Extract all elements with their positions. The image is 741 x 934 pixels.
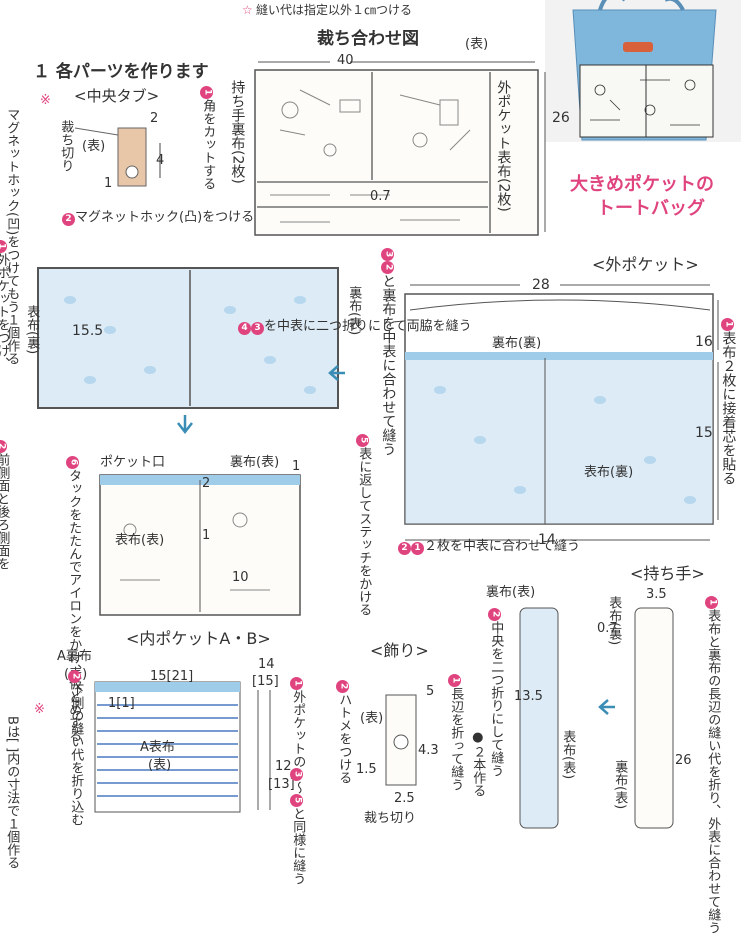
tab-dim2: 2 <box>150 111 159 126</box>
outer-bottom14: 14 <box>538 532 556 548</box>
folded-pocket <box>37 267 339 409</box>
outer-pocket-title: <外ポケット> <box>592 255 699 274</box>
outer-width: 28 <box>532 277 550 293</box>
handle-d07: 0.7 <box>597 621 618 636</box>
inner-note-mark: ※ <box>34 702 45 717</box>
finished-d1b: 1 <box>292 459 301 474</box>
decor-d43: 4.3 <box>418 743 439 758</box>
decor-omote: (表) <box>360 711 384 726</box>
finished-d1a: 1 <box>202 528 211 543</box>
pocket-mouth: ポケット口 <box>100 455 166 470</box>
finished-ura-omote: 裏布(表) <box>230 455 280 470</box>
inner-pocket-title: <内ポケットA・B> <box>126 629 271 648</box>
section1-title: １ 各パーツを作ります <box>33 62 209 82</box>
decor-title: <飾り> <box>370 641 429 660</box>
decor-d5: 5 <box>426 684 435 699</box>
folded-dim: 15.5 <box>72 323 104 339</box>
inner-one: 1[1] <box>108 696 135 711</box>
inner-ura-label: A裏布 <box>57 649 92 664</box>
handle-d35: 3.5 <box>646 587 667 602</box>
inner-h13: [13] <box>268 777 295 792</box>
outer-omote-ura: 表布(裏) <box>584 465 634 480</box>
finished-omote: 表布(表) <box>115 533 165 548</box>
seam-note-mark: ☆ <box>242 3 253 17</box>
decor-step2: 2ハトメをつける <box>336 680 351 784</box>
inner-h12: 12 <box>275 759 292 774</box>
inner-a-omote: A表布 <box>140 740 175 755</box>
tab-omote-label: (表) <box>82 139 106 154</box>
handle-d135: 13.5 <box>514 689 543 704</box>
cut-gap: 0.7 <box>370 189 391 204</box>
handle-ura-ura: 裏布(表) <box>612 760 628 810</box>
tab-title: <中央タブ> <box>74 87 160 105</box>
handle-d26: 26 <box>675 753 692 768</box>
tab-dim4: 4 <box>156 153 165 168</box>
outer-uranuno: 裏布(裏) <box>492 336 542 351</box>
handle-title: <持ち手> <box>630 564 705 583</box>
cut-omote-label: (表) <box>465 37 489 52</box>
inner-pocket <box>94 681 241 813</box>
folded-omote-ura: 表布(裏) <box>24 305 40 355</box>
handle-omote-omote: 表布(表) <box>560 730 576 780</box>
tab-note-mark: ※ <box>40 93 51 108</box>
decor-step1: 1長辺を折って縫う <box>448 674 463 791</box>
outer-h15: 15 <box>695 425 713 441</box>
handle-omote-ura: 表布(裏) <box>606 596 622 646</box>
finished-d10: 10 <box>232 570 249 585</box>
tab-dim1: 1 <box>104 176 113 191</box>
inner-h15: [15] <box>252 674 279 689</box>
outer-step1: 1表布２枚に接着芯を貼る <box>720 318 736 485</box>
product-title-2: トートバッグ <box>597 198 705 219</box>
product-title-1: 大きめポケットの <box>570 174 714 195</box>
decor-d25: 2.5 <box>394 791 415 806</box>
handle-count: ●２本作る <box>470 730 486 797</box>
inner-step: 2下側の縫い代を折り込む <box>68 670 83 826</box>
decor-d15: 1.5 <box>356 762 377 777</box>
handle-2 <box>634 607 674 829</box>
decor-cut: 裁ち切り <box>364 811 417 826</box>
soto-pocket-label: 外ポケット表布(2枚) <box>495 80 512 212</box>
outer-h16: 16 <box>695 334 713 350</box>
inner-width: 15[21] <box>150 669 194 684</box>
tab-note1: 1角をカットする <box>200 86 215 190</box>
handle-ura-label: 持ち手裏布(2枚) <box>229 80 246 184</box>
cut-layout-title: 裁ち合わせ図 <box>317 29 419 49</box>
inner-step-right: 1外ポケットの3〜5と同様に縫う <box>290 677 305 885</box>
tab-side-note: マグネットホック(凹)をつけてもう１個作る <box>4 108 20 366</box>
handle-step1: 1表布と裏布の長辺の縫い代を折り、外表に合わせて縫う <box>705 596 720 934</box>
cut-width: 40 <box>337 53 354 68</box>
inner-h14: 14 <box>258 657 275 672</box>
tab-cut-label: 裁ち切り <box>58 120 74 172</box>
handle-1 <box>519 607 559 829</box>
folded-ura-omote: 裏布(表) <box>346 286 362 336</box>
finished-d2: 2 <box>202 476 211 491</box>
handle-step2: 2中央を二つ折りにして縫う <box>488 608 503 777</box>
cut-height: 26 <box>552 110 570 126</box>
outer-step3: 32と裏布を中表に合わせて縫う <box>380 248 396 456</box>
left-cut-step: 1外ポケットをつけ、 <box>0 240 9 370</box>
seam-note: 縫い代は指定以外１㎝つける <box>256 3 413 17</box>
finished-step5: 5表に返してステッチをかける <box>356 434 371 616</box>
inner-note: Bは[ ]内の寸法で１個作る <box>4 716 20 870</box>
illustration-layer <box>37 0 741 829</box>
inner-a-omote2: (表) <box>148 758 172 773</box>
left-cut-step2: 2前側面と後ろ側面を <box>0 440 9 570</box>
handle-ura-omote: 裏布(表) <box>486 585 536 600</box>
